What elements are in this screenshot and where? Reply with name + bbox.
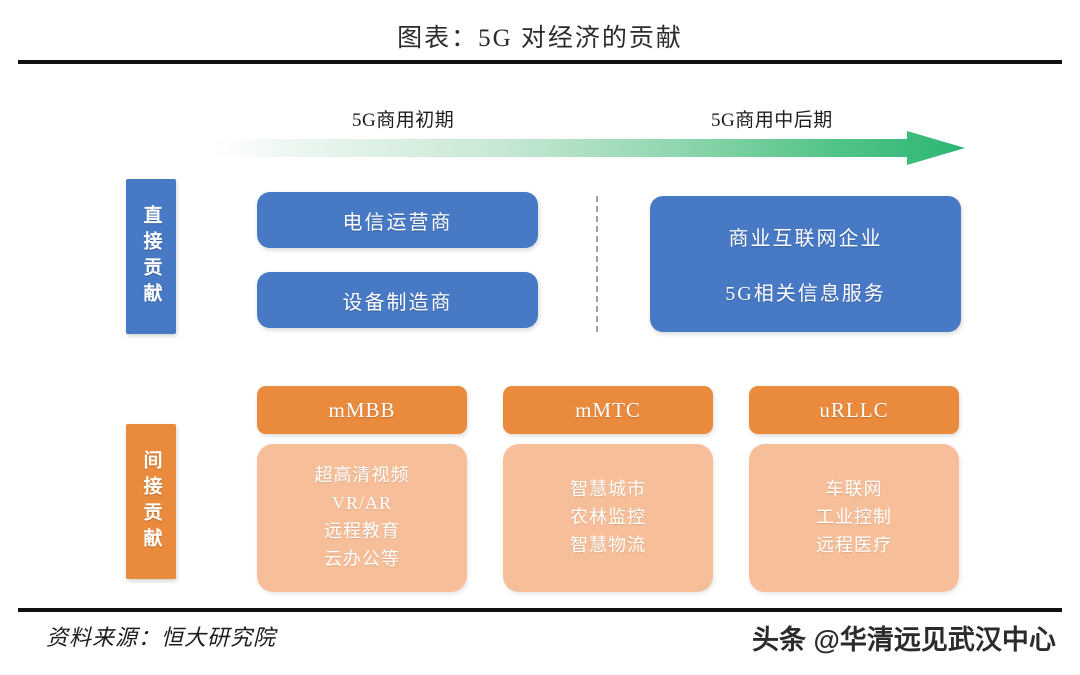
head-urllc[interactable]: uRLLC xyxy=(749,386,959,434)
body-urllc-item: 车联网 xyxy=(825,479,883,500)
body-mmtc-item: 智慧物流 xyxy=(570,534,646,555)
body-mmbb[interactable]: 超高清视频 VR/AR 远程教育 云办公等 xyxy=(257,444,467,592)
head-mmtc-label: mMTC xyxy=(575,397,641,422)
body-urllc-item: 远程医疗 xyxy=(816,534,892,555)
head-mmtc[interactable]: mMTC xyxy=(503,386,713,434)
box-equipment-manufacturer-label: 设备制造商 xyxy=(342,291,453,314)
page-title: 图表：5G 对经济的贡献 xyxy=(397,25,683,52)
head-mmbb-label: mMBB xyxy=(328,397,396,422)
category-bar-indirect: 间接贡献 xyxy=(126,424,176,579)
dashed-vertical-divider xyxy=(596,196,598,332)
box-telecom-operator-label: 电信运营商 xyxy=(342,211,453,234)
category-label-indirect: 间接贡献 xyxy=(140,449,162,554)
body-mmtc[interactable]: 智慧城市 农林监控 智慧物流 xyxy=(503,444,713,592)
body-mmtc-item: 农林监控 xyxy=(570,507,646,528)
bottom-divider-rule xyxy=(18,608,1062,612)
body-mmbb-item: VR/AR xyxy=(331,493,392,514)
box-commercial-internet-line2: 5G相关信息服务 xyxy=(725,283,886,305)
body-urllc-item: 工业控制 xyxy=(816,507,892,528)
head-mmbb[interactable]: mMBB xyxy=(257,386,467,434)
source-note: 资料来源：恒大研究院 xyxy=(46,625,277,650)
body-urllc[interactable]: 车联网 工业控制 远程医疗 xyxy=(749,444,959,592)
category-label-direct: 直接贡献 xyxy=(140,204,162,309)
category-bar-direct: 直接贡献 xyxy=(126,179,176,334)
box-telecom-operator[interactable]: 电信运营商 xyxy=(257,192,538,248)
body-mmbb-item: 超高清视频 xyxy=(314,465,410,486)
body-mmtc-item: 智慧城市 xyxy=(570,479,646,500)
top-divider-rule xyxy=(18,60,1062,64)
box-commercial-internet-line1: 商业互联网企业 xyxy=(728,228,883,250)
body-mmbb-item: 云办公等 xyxy=(324,548,400,569)
watermark: 头条 @华清远见武汉中心 xyxy=(752,625,1056,655)
body-mmbb-item: 远程教育 xyxy=(324,521,400,541)
phase-label-early: 5G商用初期 xyxy=(352,110,455,131)
timeline-arrow xyxy=(213,131,965,165)
phase-label-late: 5G商用中后期 xyxy=(711,110,833,131)
box-commercial-internet[interactable]: 商业互联网企业 5G相关信息服务 xyxy=(650,196,961,332)
box-equipment-manufacturer[interactable]: 设备制造商 xyxy=(257,272,538,328)
title-zone: 图表：5G 对经济的贡献 xyxy=(0,0,1080,62)
head-urllc-label: uRLLC xyxy=(819,397,889,422)
